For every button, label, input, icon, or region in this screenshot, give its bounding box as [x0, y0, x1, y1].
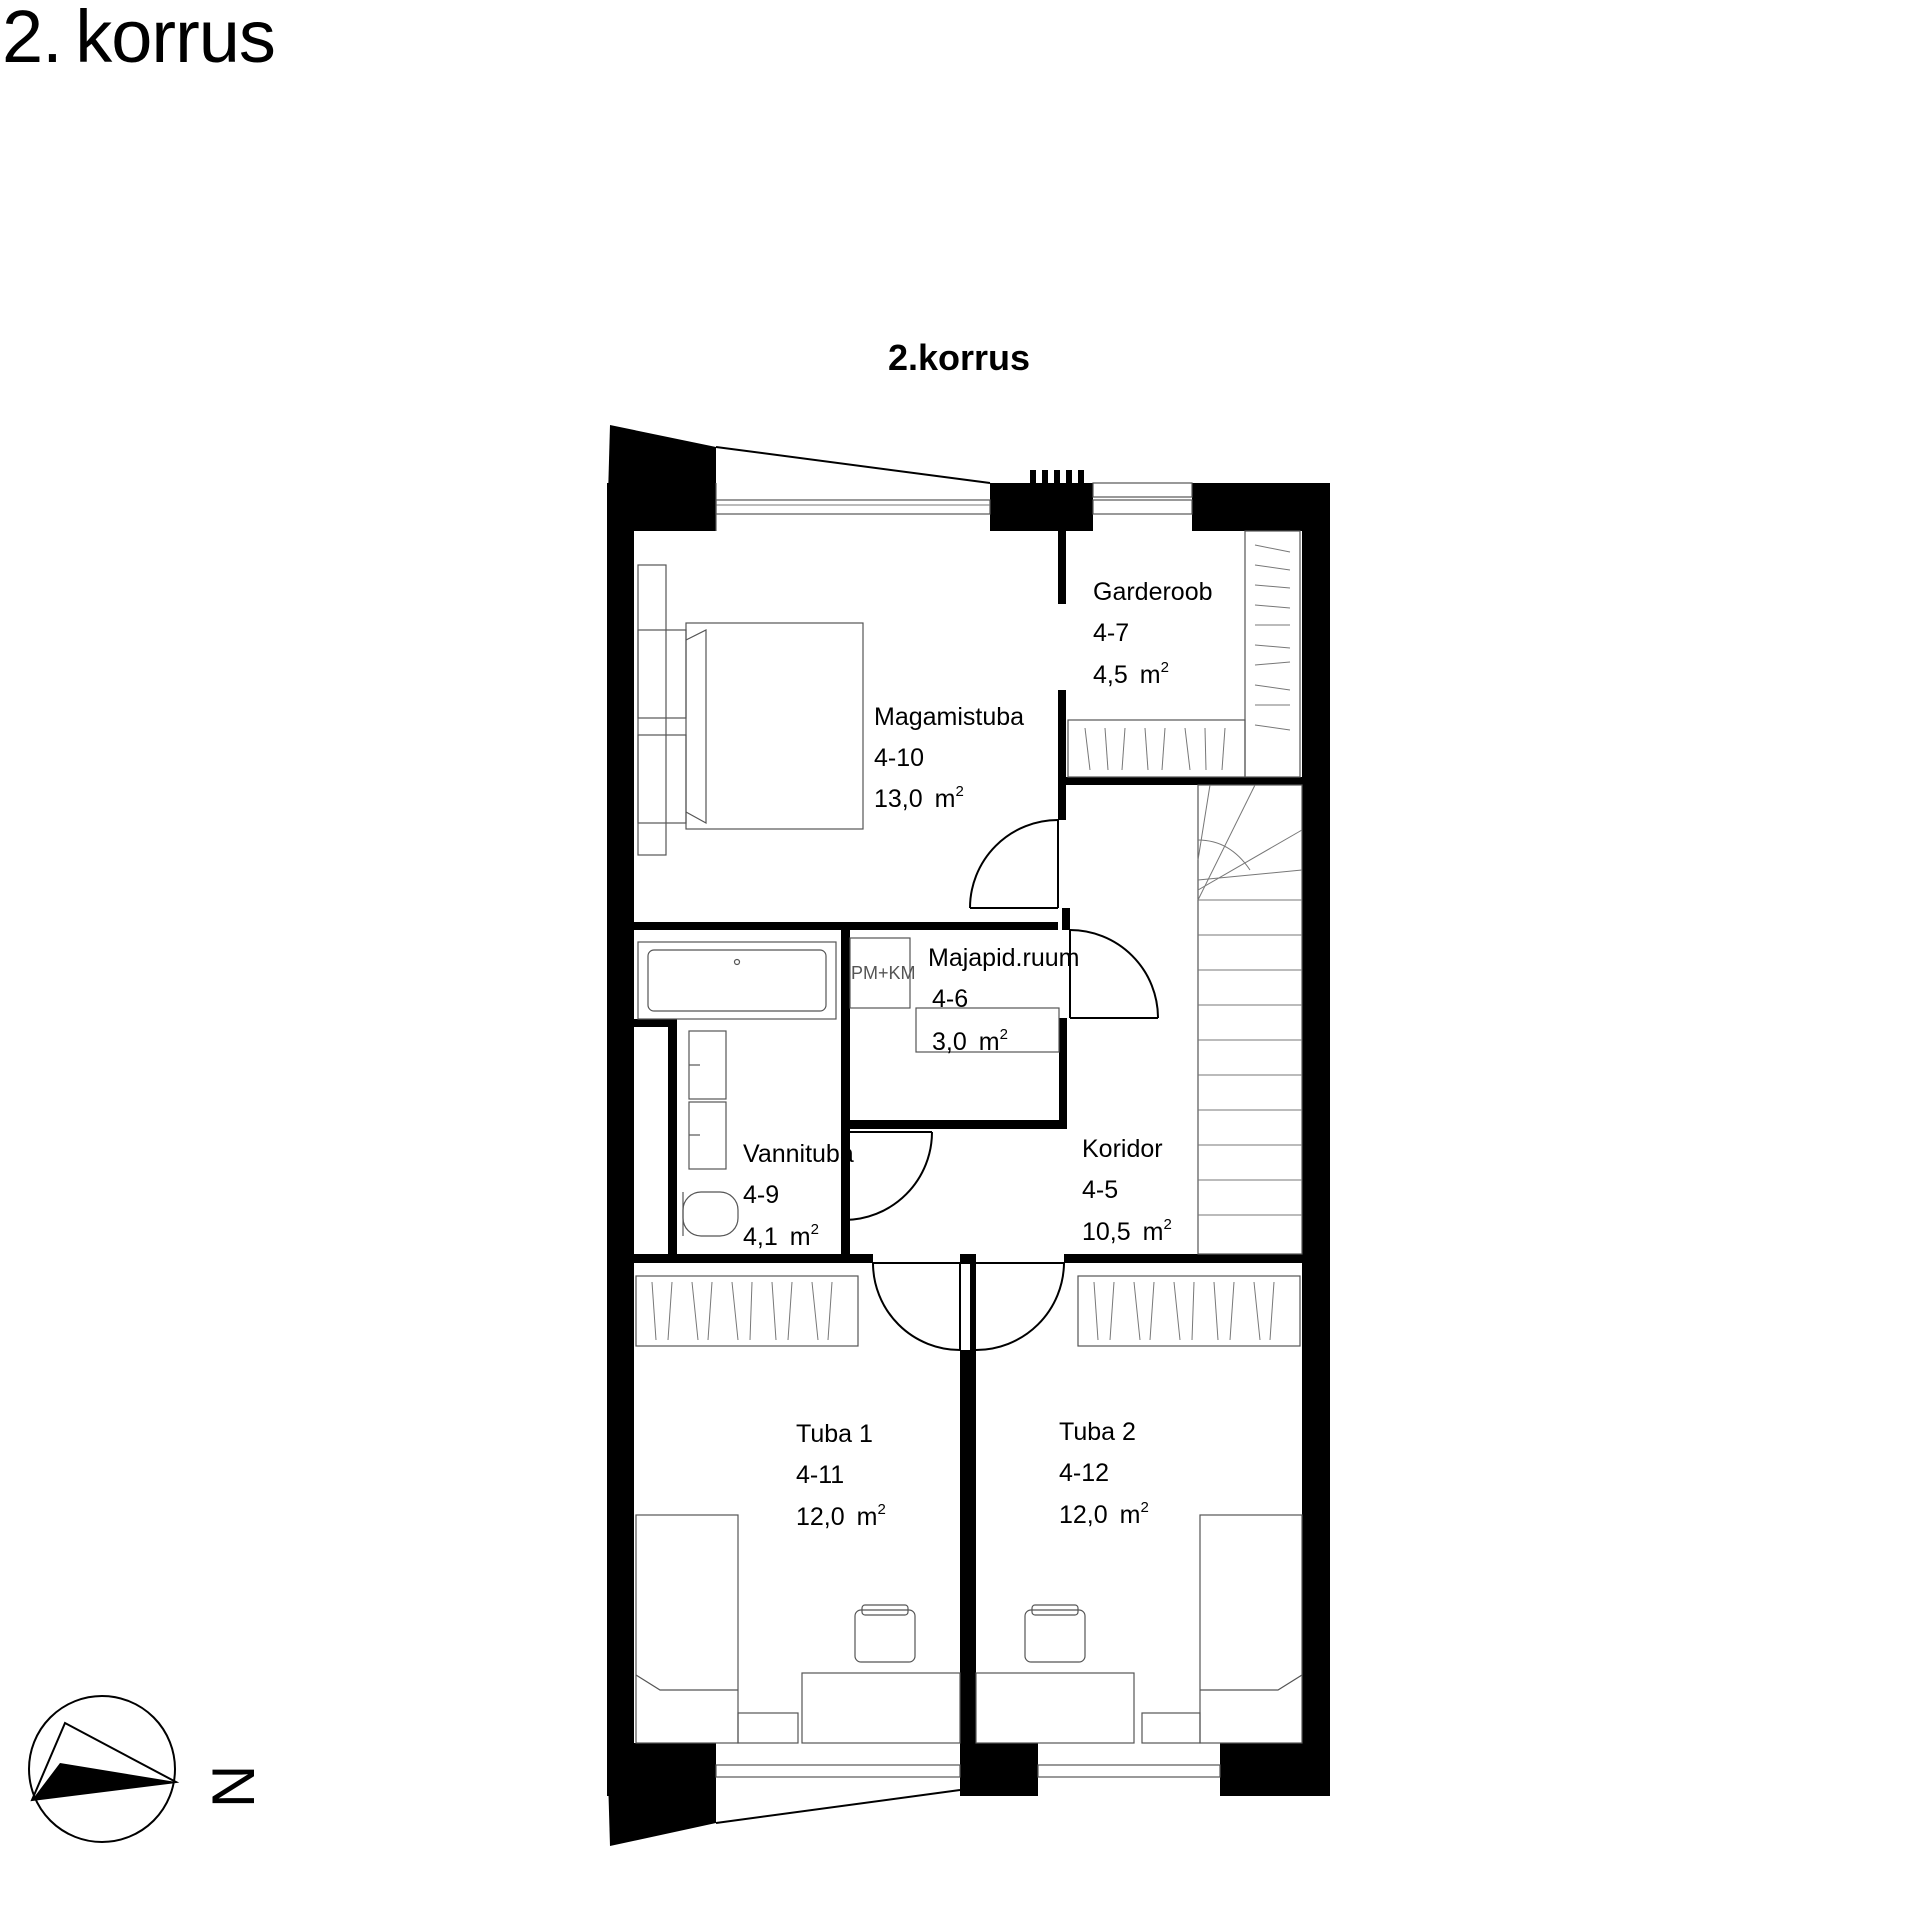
room-code: 4-12: [1059, 1459, 1109, 1487]
room-area-exponent: 2: [956, 783, 964, 800]
room-area-exponent: 2: [1164, 1216, 1172, 1233]
room-area-unit: m: [1143, 1218, 1164, 1246]
page-title: 2. korrus: [2, 0, 276, 78]
room-tuba-1: Tuba 1 4-11 12,0 m2: [796, 1420, 886, 1531]
room-area-unit: m: [857, 1503, 878, 1531]
doors: [843, 819, 1159, 1351]
room-area-unit: m: [935, 785, 956, 813]
room-code: 4-5: [1082, 1176, 1118, 1204]
room-area-value: 12,0: [1059, 1501, 1108, 1529]
room-koridor: Koridor 4-5 10,5 m2: [1082, 1135, 1172, 1246]
room-code: 4-10: [874, 744, 924, 772]
room-area-value: 3,0: [932, 1028, 967, 1056]
room-area-unit: m: [1120, 1501, 1141, 1529]
room-area: 12,0 m2: [796, 1501, 886, 1531]
room-majapid-ruum: PM+KM Majapid.ruum 4-6 3,0 m2: [851, 944, 1079, 1056]
room-area-exponent: 2: [1141, 1499, 1149, 1516]
room-name: Magamistuba: [874, 703, 1024, 731]
room-name: Tuba 2: [1059, 1418, 1136, 1446]
room-area-exponent: 2: [1161, 659, 1169, 676]
north-label: N: [200, 1765, 267, 1808]
room-area-value: 4,5: [1093, 661, 1128, 689]
room-name: Garderoob: [1093, 578, 1213, 606]
walls: [607, 425, 1330, 1846]
service-label: PM+KM: [851, 963, 916, 983]
room-area-value: 12,0: [796, 1503, 845, 1531]
plan-title: 2.korrus: [888, 337, 1030, 378]
room-garderoob: Garderoob 4-7 4,5 m2: [1093, 578, 1213, 689]
room-area-value: 13,0: [874, 785, 923, 813]
room-area-exponent: 2: [1000, 1026, 1008, 1043]
room-magamistuba: Magamistuba 4-10 13,0 m2: [874, 703, 1024, 813]
windows: [715, 446, 1221, 1824]
room-area: 4,5 m2: [1093, 659, 1169, 689]
room-code: 4-9: [743, 1181, 779, 1209]
room-name: Vannituba: [743, 1140, 854, 1168]
room-area-unit: m: [979, 1028, 1000, 1056]
room-tuba-2: Tuba 2 4-12 12,0 m2: [1059, 1418, 1149, 1529]
room-area-exponent: 2: [811, 1221, 819, 1238]
room-name: Tuba 1: [796, 1420, 873, 1448]
room-area-unit: m: [1140, 661, 1161, 689]
room-code: 4-11: [796, 1461, 844, 1489]
furniture: [635, 530, 1303, 1744]
room-area: 13,0 m2: [874, 783, 964, 813]
room-area-unit: m: [790, 1223, 811, 1251]
room-name: Majapid.ruum: [928, 944, 1079, 972]
room-area: 3,0 m2: [932, 1026, 1008, 1056]
room-area: 12,0 m2: [1059, 1499, 1149, 1529]
room-code: 4-6: [932, 985, 968, 1013]
compass-icon: [28, 1695, 180, 1843]
room-vannituba: Vannituba 4-9 4,1 m2: [743, 1140, 854, 1251]
room-area-exponent: 2: [878, 1501, 886, 1518]
room-name: Koridor: [1082, 1135, 1163, 1163]
room-area-value: 10,5: [1082, 1218, 1131, 1246]
room-area: 4,1 m2: [743, 1221, 819, 1251]
room-code: 4-7: [1093, 619, 1129, 647]
room-area: 10,5 m2: [1082, 1216, 1172, 1246]
room-area-value: 4,1: [743, 1223, 778, 1251]
